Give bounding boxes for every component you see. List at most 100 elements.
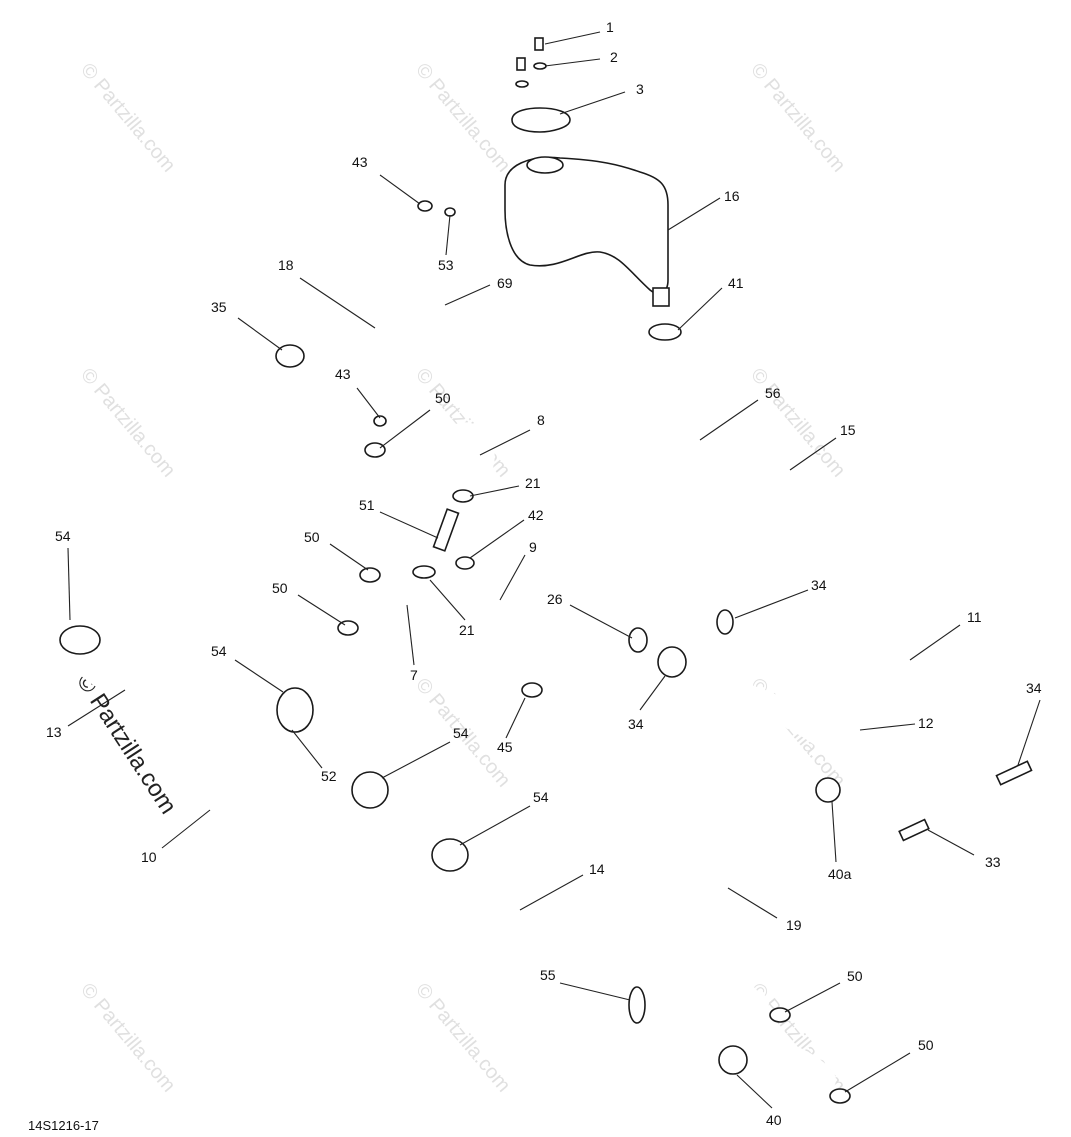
callout: 43 [352, 154, 368, 170]
clamp-40 [718, 1045, 748, 1075]
coolant-reservoir [504, 156, 669, 295]
line-69 [365, 224, 681, 561]
parts [59, 37, 1033, 1104]
reservoir-outlet [652, 287, 670, 307]
callout: 52 [321, 768, 337, 784]
clamp-43 [417, 200, 433, 212]
clamp-35 [275, 344, 305, 368]
fitting-33 [898, 818, 930, 842]
callout: 40 [766, 1112, 782, 1128]
callout: 50 [918, 1037, 934, 1053]
callout: 13 [46, 724, 62, 740]
callout: 54 [533, 789, 549, 805]
callout: 33 [985, 854, 1001, 870]
callout: 50 [847, 968, 863, 984]
hose-8-inner [386, 422, 495, 487]
clamp-34 [657, 646, 687, 678]
callout: 69 [497, 275, 513, 291]
clamp-45 [521, 682, 543, 698]
callout: 21 [525, 475, 541, 491]
callout: 3 [636, 81, 644, 97]
callout: 45 [497, 739, 513, 755]
hose-7-inner [376, 569, 427, 612]
callout: 42 [528, 507, 544, 523]
clamp-21 [452, 489, 474, 503]
callout: 40a [828, 866, 852, 882]
clamp-43 [373, 415, 387, 427]
callout: 15 [840, 422, 856, 438]
callout: 9 [529, 539, 537, 555]
watermark: © Partzilla.com [411, 979, 514, 1096]
washer [533, 62, 547, 70]
callout: 54 [453, 725, 469, 741]
clamp-34 [716, 609, 734, 635]
leader-lines [67, 31, 1041, 1109]
callout: 53 [438, 257, 454, 273]
reservoir-neck [526, 156, 564, 174]
strap-54 [431, 838, 469, 872]
hose-10-inner [168, 733, 300, 890]
callout: 26 [547, 591, 563, 607]
callout: 50 [304, 529, 320, 545]
strap-54 [276, 687, 314, 733]
clamp-50 [364, 442, 386, 458]
watermark: © Partzilla.com [76, 979, 179, 1096]
clamp-21 [412, 565, 436, 579]
hose-15-inner [654, 359, 802, 636]
clamp-50 [337, 620, 359, 636]
callout: 7 [410, 667, 418, 683]
strap-54 [351, 771, 389, 809]
clamp-50 [359, 567, 381, 583]
diagram-code: 14S1216-17 [28, 1118, 99, 1133]
callout: 55 [540, 967, 556, 983]
callout-labels: 1 2 3 16 43 53 18 69 41 35 43 50 8 56 15… [46, 19, 1042, 1128]
hose-13-inner [65, 355, 748, 1075]
hose-9-inner [471, 568, 593, 711]
callout: 18 [278, 257, 294, 273]
callout: 34 [1026, 680, 1042, 696]
fitting-34 [995, 760, 1033, 786]
callout: 51 [359, 497, 375, 513]
callout: 50 [272, 580, 288, 596]
callout: 43 [335, 366, 351, 382]
callout: 54 [211, 643, 227, 659]
clamp-26 [628, 627, 648, 653]
line-18-inner [358, 215, 404, 413]
callout: 19 [786, 917, 802, 933]
callout: 56 [765, 385, 781, 401]
hose-12-inner [682, 667, 918, 828]
callout: 54 [55, 528, 71, 544]
callout: 14 [589, 861, 605, 877]
callout: 12 [918, 715, 934, 731]
strap-55 [628, 986, 646, 1024]
callout: 16 [724, 188, 740, 204]
radiator-cap [511, 107, 571, 133]
washer [515, 80, 529, 88]
tee-fitting-51 [432, 508, 460, 552]
callout: 41 [728, 275, 744, 291]
hose-11-inner [732, 622, 1013, 773]
callout: 50 [435, 390, 451, 406]
watermark: © Partzilla.com [411, 59, 514, 176]
callout: 34 [811, 577, 827, 593]
callout: 10 [141, 849, 157, 865]
watermark: © Partzilla.com [76, 364, 179, 481]
clamp-50 [769, 1007, 791, 1023]
strap-54 [59, 625, 101, 655]
callout: 11 [967, 609, 982, 625]
callout: 2 [610, 49, 618, 65]
clamp-41 [648, 323, 682, 341]
watermark: © Partzilla.com [746, 59, 849, 176]
callout: 1 [606, 19, 614, 35]
callout: 8 [537, 412, 545, 428]
hose-19-inner [710, 755, 809, 1012]
clamp-50 [829, 1088, 851, 1104]
clamp-42 [455, 556, 475, 570]
clamp-53 [444, 207, 456, 217]
callout: 34 [628, 716, 644, 732]
callout: 35 [211, 299, 227, 315]
watermark: © Partzilla.com [76, 59, 179, 176]
callout: 21 [459, 622, 475, 638]
line-69-inner [364, 223, 682, 562]
